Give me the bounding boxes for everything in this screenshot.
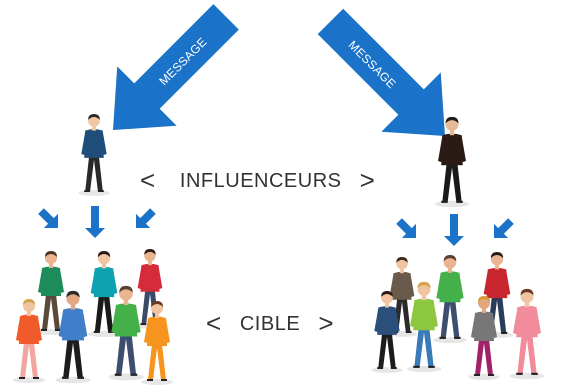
crowd-left-person-2	[87, 250, 121, 338]
influencers-close-bracket: >	[359, 165, 376, 195]
small-arrow-left-3	[136, 208, 156, 228]
influencers-text: INFLUENCEURS	[179, 170, 342, 192]
target-text: CIBLE	[239, 313, 301, 335]
small-arrow-left-1	[38, 208, 58, 228]
influencers-open-bracket: <	[140, 165, 156, 195]
small-arrows-right	[396, 214, 514, 246]
small-arrow-right-1	[396, 218, 416, 238]
target-close-bracket: >	[318, 308, 335, 338]
people-layer	[13, 114, 545, 385]
crowd-right-person-2	[433, 254, 467, 344]
message-arrow-right-shape	[317, 8, 445, 136]
crowd-left-person-4	[13, 299, 45, 383]
message-arrow-left-shape	[113, 4, 239, 130]
small-arrow-right-3	[494, 218, 514, 238]
crowd-right-person-4	[371, 291, 403, 373]
crowd-left-person-6	[108, 285, 144, 381]
influencer-right-figure	[434, 116, 470, 208]
crowd-right-person-5	[406, 281, 442, 373]
influencer-left-figure	[78, 114, 110, 196]
small-arrow-right-2	[444, 214, 464, 246]
message-arrow-left: MESSAGE	[113, 4, 239, 130]
small-arrow-left-2	[85, 206, 105, 238]
crowd-left-person-1	[35, 251, 67, 335]
crowd-right-person-6	[468, 296, 500, 380]
crowd-left-person-5	[55, 290, 91, 384]
crowd-left-person-7	[141, 301, 173, 385]
small-arrows-left	[38, 206, 156, 238]
target-label: < CIBLE >	[206, 306, 335, 338]
influencers-label: < INFLUENCEURS >	[140, 163, 376, 195]
target-open-bracket: <	[206, 308, 222, 338]
crowd-left-person-3	[134, 249, 166, 329]
crowd-right-person-7	[509, 288, 545, 380]
